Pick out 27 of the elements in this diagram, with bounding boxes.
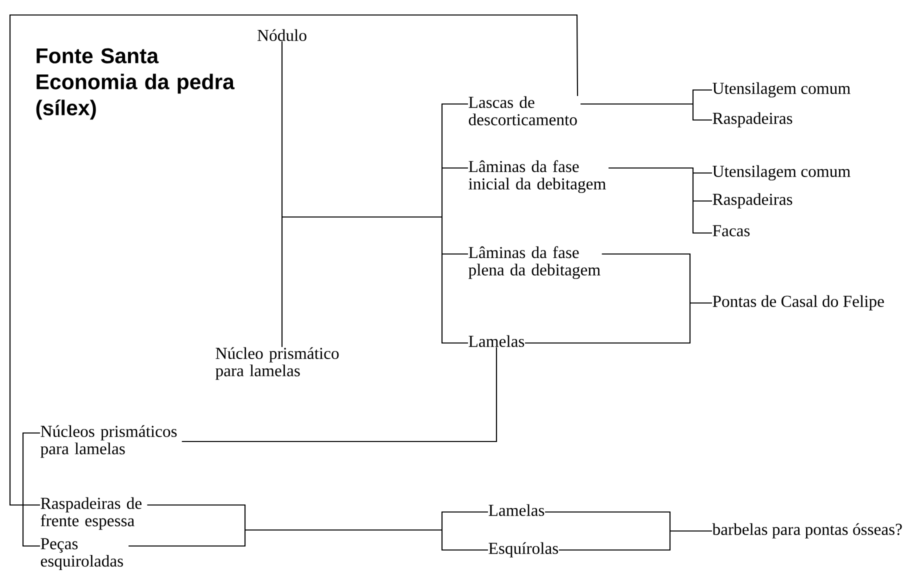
term-label: Esquírolas: [488, 542, 558, 558]
connector-line: [9, 14, 578, 547]
term-label: Lamelas: [488, 504, 544, 516]
term-label: Facas: [712, 225, 750, 236]
term-label: Peças esquiroladas: [40, 538, 123, 570]
connector-line: [524, 253, 713, 344]
term-label: Pontas de Casal do Felipe: [712, 295, 884, 310]
diagram-title: Fonte Santa Economia da pedra (sílex): [36, 48, 235, 120]
connector-line: [544, 511, 713, 551]
term-label: Lascas de descorticamento: [468, 96, 577, 126]
connector-line: [128, 504, 489, 551]
term-label: Utensilagem comum: [712, 165, 850, 180]
term-label: Raspadeiras: [712, 193, 792, 208]
connector-line: [608, 167, 713, 234]
connector-line: [580, 89, 713, 121]
term-label: Nódulo: [258, 29, 306, 42]
term-label: Raspadeiras: [712, 112, 792, 128]
term-label: Raspadeiras de frente espessa: [40, 497, 142, 530]
term-label: barbelas para pontas ósseas?: [712, 523, 902, 538]
term-label: Utensilagem comum: [712, 82, 850, 98]
term-label: Lâminas da fase plena da debitagem: [468, 246, 600, 279]
term-label: Lâminas da fase inicial da debitagem: [468, 160, 606, 193]
term-label: Núcleo prismático para lamelas: [216, 347, 339, 380]
connector-line: [182, 347, 498, 442]
term-label: Núcleos prismáticos para lamelas: [40, 425, 177, 458]
connector-line: [281, 40, 469, 348]
term-label: Lamelas: [468, 335, 524, 347]
